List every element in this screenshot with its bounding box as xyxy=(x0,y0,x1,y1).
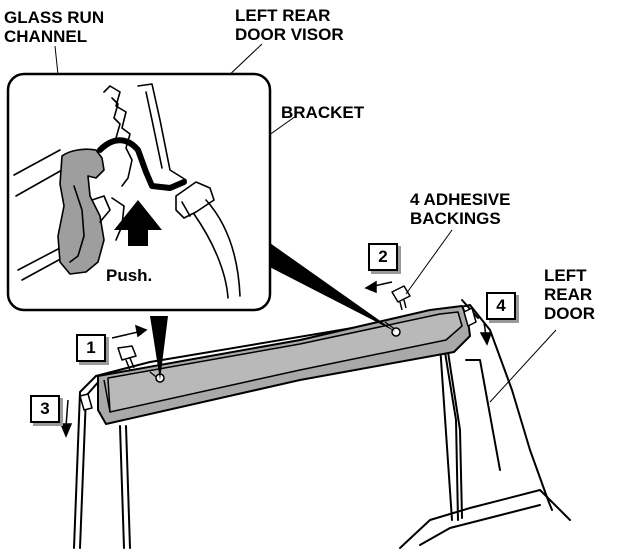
step-3-badge: 3 xyxy=(30,395,60,423)
step-1-badge: 1 xyxy=(76,334,106,362)
detail-pointer-left xyxy=(150,316,168,380)
detail-pointer-right xyxy=(252,236,396,332)
adhesive-backings-label: 4 ADHESIVE BACKINGS xyxy=(410,190,511,228)
door-visor xyxy=(97,305,471,425)
adhesive-backing-tabs xyxy=(79,285,477,411)
detail-inset-drawing xyxy=(13,83,241,299)
left-rear-door-label: LEFT REAR DOOR xyxy=(544,266,595,323)
push-arrow xyxy=(114,200,162,246)
left-rear-door-visor-label: LEFT REAR DOOR VISOR xyxy=(235,6,344,44)
step-2-badge: 2 xyxy=(368,243,398,271)
step-4-badge: 4 xyxy=(486,292,516,320)
glass-run-channel-label: GLASS RUN CHANNEL xyxy=(4,8,105,46)
bracket-label: BRACKET xyxy=(281,103,365,122)
push-label: Push. xyxy=(106,266,153,285)
step-arrows xyxy=(59,280,493,438)
